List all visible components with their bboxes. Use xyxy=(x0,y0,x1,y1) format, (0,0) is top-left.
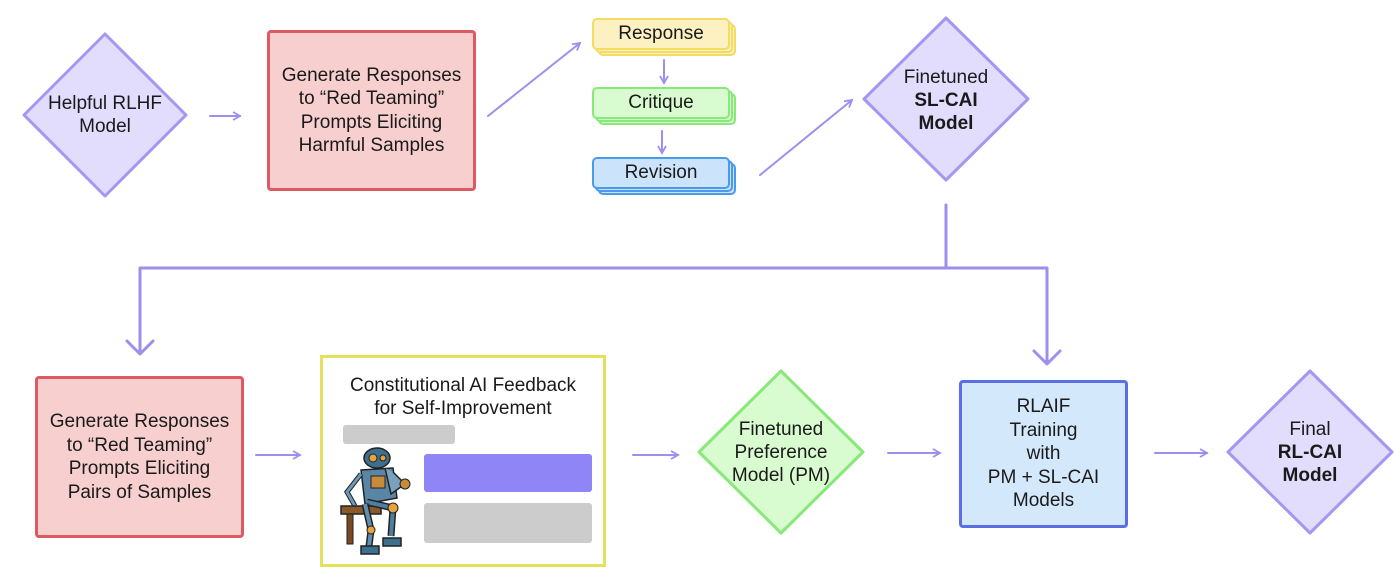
rlaif-training-box: RLAIF Training with PM + SL-CAI Models xyxy=(959,380,1128,528)
label-line: Model xyxy=(79,116,131,137)
label-line: Finetuned xyxy=(903,66,989,88)
box-line: Generate Responses xyxy=(281,64,462,86)
generate-harmful-box: Generate Responses to “Red Teaming” Prom… xyxy=(267,30,476,191)
label-line: Model xyxy=(1282,464,1338,486)
label-line: Model (PM) xyxy=(731,464,831,486)
connector-to-rlaif xyxy=(944,266,1049,364)
response-stack: Response xyxy=(592,18,736,56)
label-line: Model xyxy=(918,112,974,134)
diamond-sl-cai xyxy=(862,16,1030,182)
label-line: Helpful RLHF xyxy=(47,93,163,114)
cai-feedback-title: Constitutional AI Feedback for Self-Impr… xyxy=(323,374,603,420)
generate-pairs-box: Generate Responses to “Red Teaming” Prom… xyxy=(35,376,244,538)
sl-cai-label: Finetuned SL-CAI Model xyxy=(876,62,1016,138)
box-line: PM + SL-CAI xyxy=(987,466,1100,488)
label-line: RL-CAI xyxy=(1277,441,1343,463)
box-line: to “Red Teaming” xyxy=(66,434,213,456)
rl-cai-label: Final RL-CAI Model xyxy=(1240,414,1380,490)
box-line: Models xyxy=(1012,490,1075,512)
revision-card: Revision xyxy=(592,157,730,189)
box-line: RLAIF xyxy=(1016,396,1071,418)
arrow-revision-to-sl-cai xyxy=(759,98,854,176)
chat-bubble-gray-small xyxy=(343,425,455,444)
box-line: Pairs of Samples xyxy=(67,481,212,503)
box-line: Harmful Samples xyxy=(298,135,445,156)
box-line: to “Red Teaming” xyxy=(298,88,445,109)
box-line: Training xyxy=(1009,419,1078,441)
pm-label: Finetuned Preference Model (PM) xyxy=(711,414,851,490)
chat-bubble-gray-large xyxy=(424,503,592,543)
critique-stack: Critique xyxy=(592,87,736,125)
label-line: Preference xyxy=(734,441,828,463)
connector-sl-cai-split xyxy=(138,203,948,354)
title-line: Constitutional AI Feedback xyxy=(349,375,577,396)
diamond-rl-cai xyxy=(1226,369,1394,535)
label-line: SL-CAI xyxy=(914,89,978,111)
cai-feedback-panel: Constitutional AI Feedback for Self-Impr… xyxy=(320,355,606,567)
box-line: with xyxy=(1026,443,1061,465)
label-line: Finetuned xyxy=(738,418,824,440)
revision-stack: Revision xyxy=(592,157,736,195)
title-line: for Self-Improvement xyxy=(374,398,552,419)
arrowhead-to-pairs xyxy=(125,339,155,356)
helpful-rlhf-label: Helpful RLHF Model xyxy=(35,80,175,150)
diamond-pm xyxy=(697,369,865,535)
critique-card: Critique xyxy=(592,87,730,119)
chat-bubble-purple xyxy=(424,454,592,492)
arrowhead-to-rlaif xyxy=(1032,349,1062,366)
diamond-helpful-rlhf xyxy=(22,32,188,198)
arrow-generate-to-response xyxy=(487,41,582,117)
box-line: Prompts Eliciting xyxy=(68,458,211,479)
label-line: Final xyxy=(1289,418,1331,440)
box-line: Generate Responses xyxy=(49,411,230,432)
box-line: Prompts Eliciting xyxy=(300,111,443,133)
robot-thinker-image xyxy=(340,447,411,555)
response-card: Response xyxy=(592,18,730,50)
